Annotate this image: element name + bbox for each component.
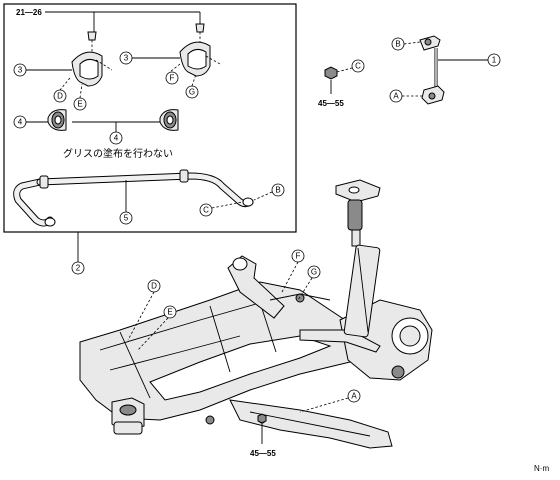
callout-A-main-label: A [351,392,357,401]
stabilizer-bracket-right [169,23,221,77]
callout-A-link-label: A [393,92,399,101]
callout-G-inset-label: G [189,88,195,97]
stabilizer-bushing-left [47,109,67,131]
callout-C-inset-label: C [203,206,209,215]
callout-5-label: 5 [124,214,129,223]
callout-A-main [347,389,361,403]
callout-4-center [109,131,123,145]
callout-4-left-label: 4 [18,118,23,127]
stabilizer-bushing-right [159,109,179,131]
callout-4-center-label: 4 [114,134,119,143]
callout-D-main-label: D [151,282,157,291]
stabilizer-bar [13,169,254,227]
callout-G-main-label: G [311,268,317,277]
callout-D-inset-label: D [57,92,63,101]
callout-3-right-label: 3 [124,54,129,63]
callout-3-left-label: 3 [18,66,23,75]
callout-2-label: 2 [76,264,81,273]
callout-F-inset-label: F [170,74,175,83]
callout-5 [119,211,133,225]
no-grease-note: グリスの塗布を行わない [63,147,173,160]
callout-1 [487,53,501,67]
shock-absorber [335,179,381,338]
callout-B-inset [271,183,285,197]
callout-C-inset [199,203,213,217]
link-upper-nut-torque: 45—55 [318,99,344,108]
callout-C-nut [351,59,365,73]
callout-D-inset [53,89,67,103]
callout-1-label: 1 [492,56,497,65]
torque-unit-label: N·m [534,464,549,473]
link-nut-lower [257,413,267,424]
callout-C-nut-label: C [355,62,361,71]
callout-B-link-label: B [395,40,400,49]
callout-G-main [307,265,321,279]
link-lower-nut-torque: 45—55 [250,449,276,458]
callout-E-inset-label: E [77,100,82,109]
stabilizer-link [419,35,445,105]
link-nut-upper [324,66,338,80]
stabilizer-inset-frame [3,3,297,233]
callout-F-inset [165,71,179,85]
callout-E-main [163,305,177,319]
stabilizer-bracket-left [59,31,113,91]
bracket-bolt-torque: 21—26 [16,8,42,17]
callout-F-main-label: F [296,252,301,261]
callout-B-inset-label: B [275,186,280,195]
rear-crossmember [79,255,433,449]
callout-2 [71,261,85,275]
callout-E-main-label: E [167,308,172,317]
